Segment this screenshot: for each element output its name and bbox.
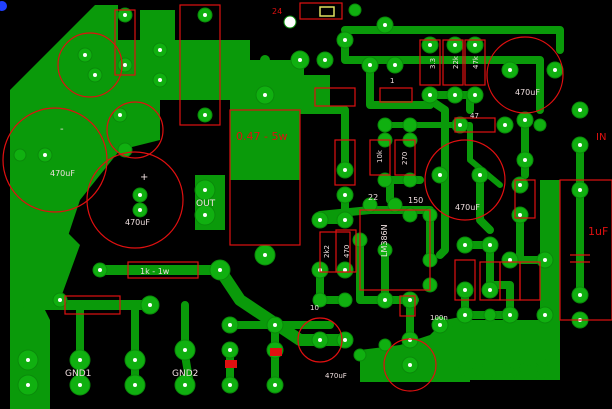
silkscreen — [2, 2, 612, 392]
label-res-1: 1 — [390, 77, 394, 85]
label-res-150: 150 — [408, 196, 423, 205]
label-res-470: 470 — [343, 245, 351, 258]
label-cap-470uf-d: 470uF — [455, 203, 480, 212]
label-res-big: 0.47 - 5w — [236, 130, 287, 143]
label-plus: + — [140, 172, 148, 183]
label-res-10k: 10k — [376, 149, 384, 163]
label-in: IN — [596, 132, 606, 143]
label-cap-470uf-b: 470uF — [125, 218, 150, 227]
component-labels: 0.47 - 5w 470uF 470uF 470uF 470uF 470uF … — [50, 7, 608, 380]
corner-marker — [0, 1, 7, 11]
board-title-mirrored: RevCb7 — [453, 352, 560, 385]
copper-pour-right — [360, 180, 560, 382]
label-cap-470uf-c: 470uF — [515, 88, 540, 97]
label-gnd2: GND2 — [172, 369, 198, 379]
label-res-22k: 22k — [452, 55, 460, 69]
label-cap-470uf-a: 470uF — [50, 169, 75, 178]
label-res-270: 270 — [401, 152, 409, 165]
label-ic: LM386N — [380, 224, 389, 257]
label-res-33: 3.3 — [429, 58, 437, 69]
label-res-47: 47 — [470, 112, 479, 120]
label-res-2k2: 2k2 — [323, 245, 331, 258]
label-cap-100n: 100n — [430, 314, 448, 322]
drill-holes — [26, 13, 582, 387]
label-gnd1: GND1 — [65, 369, 91, 379]
label-minus: - — [60, 124, 64, 135]
label-res-22: 22 — [368, 193, 378, 202]
label-res-1k-1w: 1k - 1w — [140, 267, 170, 276]
label-res-10: 10 — [310, 304, 319, 312]
label-res-47k: 47k — [472, 55, 480, 69]
label-v24: 24 — [272, 7, 282, 16]
label-cap-1uf: 1uF — [588, 225, 608, 238]
label-cap-470uf-e: 470uF — [325, 372, 347, 380]
label-out: OUT — [196, 199, 216, 209]
